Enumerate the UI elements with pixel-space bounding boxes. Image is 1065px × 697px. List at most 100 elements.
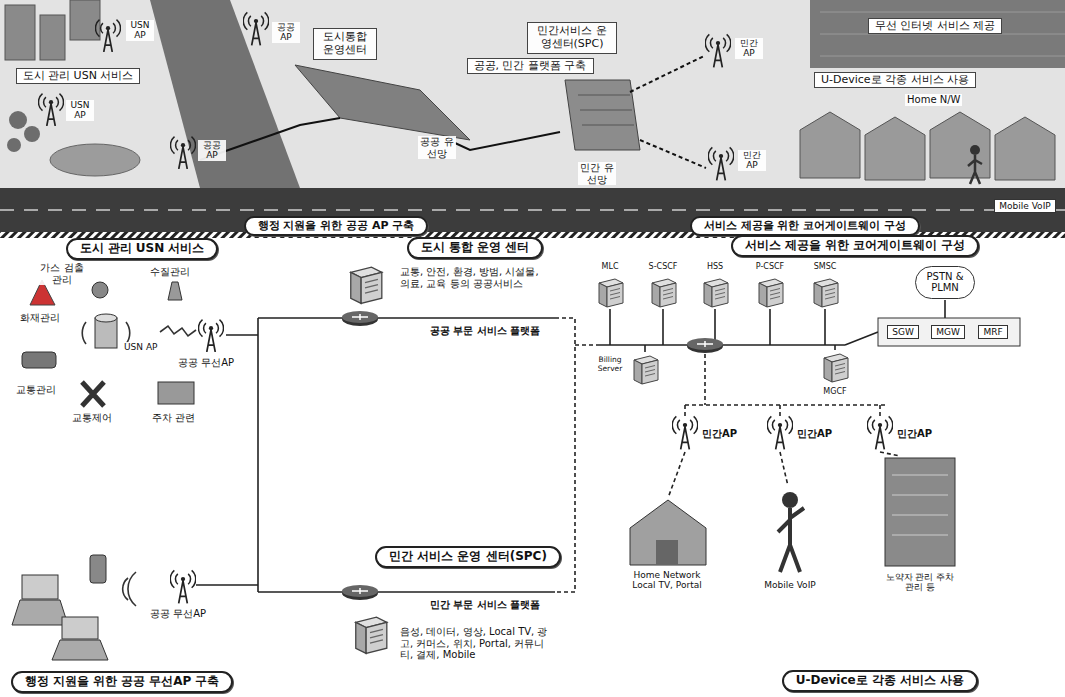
node-text: 도시 관리 USN 서비스 xyxy=(23,70,134,83)
spc-building xyxy=(565,80,640,150)
care-building xyxy=(885,458,955,566)
callout-label: Mobile VoIP xyxy=(764,580,815,590)
node-text: 민간 서비스 운영 센터(SPC) xyxy=(389,550,547,564)
node-text: 도시 관리 USN 서비스 xyxy=(80,242,205,256)
callout-label: 민간AP xyxy=(797,428,832,440)
top-scene xyxy=(0,0,1065,238)
callout-label: 공공 유선망 xyxy=(418,136,456,159)
public-ap-antenna xyxy=(243,12,268,45)
office-building xyxy=(810,0,1065,68)
road xyxy=(0,188,1065,232)
public-wireless-ap xyxy=(170,570,195,603)
callout-label: MLC xyxy=(602,262,619,271)
callout-label: 교통, 안전, 환경, 방범, 시설물, 의료, 교육 등의 공공서비스 xyxy=(400,266,550,289)
operation-center-building xyxy=(295,65,470,140)
callout-label: Home Network Local TV, Portal xyxy=(627,570,707,591)
building-label: 민간서비스 운영센터(SPC) xyxy=(527,22,617,53)
callout-label: 공공 부문 서비스 플랫폼 xyxy=(430,325,540,337)
node-text: PSTN & PLMN xyxy=(922,271,968,294)
callout-label: 민간 AP xyxy=(735,38,763,59)
node-text: 도시통합 운영센터 xyxy=(318,31,372,56)
private-ap-antenna xyxy=(705,34,730,67)
node-text: SGW xyxy=(892,327,914,337)
router-icon xyxy=(342,311,378,326)
callout-label: 주차 관련 xyxy=(150,412,197,424)
office-windows xyxy=(820,12,1065,56)
callout-label: 민간 유선망 xyxy=(578,162,616,185)
private-wired-net xyxy=(630,56,706,168)
node-text: 민간서비스 운영센터(SPC) xyxy=(532,25,612,50)
label-box: U-Device로 각종 서비스 사용 xyxy=(814,72,976,89)
private-ap-antenna xyxy=(708,147,733,180)
callout-label: 화재관리 xyxy=(18,312,62,324)
wireless-link xyxy=(160,326,196,336)
callout-label: 공공 무선AP xyxy=(148,608,208,620)
building-label: 도시통합 운영센터 xyxy=(313,28,377,59)
spc-windows xyxy=(578,95,634,125)
pond xyxy=(50,144,140,176)
callout-label: 가스 검출관리 xyxy=(38,262,86,285)
home-icon xyxy=(630,500,706,565)
node-text: 도시 통합 운영 센터 xyxy=(421,241,530,255)
callout-label: USN AP xyxy=(122,342,159,352)
label-box: 도시 관리 USN 서비스 xyxy=(16,68,141,85)
section-band: 민간 서비스 운영 센터(SPC) xyxy=(375,546,561,568)
callout-label: 노약자 관리 주차관리 등 xyxy=(885,572,955,593)
usn-ap-antenna xyxy=(96,20,121,52)
private-ap-links xyxy=(668,354,900,498)
parking-icon xyxy=(158,382,194,404)
node-text: 무선 인터넷 서비스 제공 xyxy=(875,20,996,33)
callout-label: Home N/W xyxy=(905,94,962,106)
radio-waves xyxy=(82,322,130,344)
car-icon xyxy=(22,352,56,368)
water-icon xyxy=(168,282,182,300)
section-band: 도시 통합 운영 센터 xyxy=(407,237,544,259)
callout-label: 민간AP xyxy=(702,428,737,440)
callout-label: 민간 부문 서비스 플랫폼 xyxy=(430,599,540,611)
avenue xyxy=(150,0,300,188)
callout-label: HSS xyxy=(707,262,723,271)
node-text: 서비스 제공을 위한 코어게이트웨이 구성 xyxy=(704,220,906,233)
public-wired-net xyxy=(200,118,560,160)
traffic-control-icon xyxy=(82,382,104,406)
label-box: 공공, 민간 플랫폼 구축 xyxy=(467,58,594,75)
node-text: MGW xyxy=(936,327,960,337)
callout-label: 공공 무선AP xyxy=(176,357,236,369)
gateway-box: MRF xyxy=(978,325,1007,339)
node-text: Mobile VoIP xyxy=(999,201,1050,211)
node-text: 공공, 민간 플랫폼 구축 xyxy=(474,60,587,73)
gas-icon xyxy=(92,282,108,298)
callout-label: 수질관리 xyxy=(148,266,192,278)
left-buildings xyxy=(5,0,100,60)
callout-label: USN AP xyxy=(66,100,94,121)
callout-label: S-CSCF xyxy=(649,262,678,271)
section-band: 행정 지원을 위한 공공 무선AP 구축 xyxy=(11,671,234,693)
section-band: 서비스 제공을 위한 코어게이트웨이 구성 xyxy=(690,216,920,237)
callout-label: Billing Server xyxy=(592,356,628,373)
server-icon xyxy=(356,617,387,653)
section-band: 도시 관리 USN 서비스 xyxy=(66,238,219,260)
node-text: U-Device로 각종 서비스 사용 xyxy=(821,74,969,87)
callout-label: 민간 AP xyxy=(738,150,766,171)
network-cloud: PSTN & PLMN xyxy=(915,266,975,299)
callout-label: 공공 AP xyxy=(198,140,226,161)
callout-label: P-CSCF xyxy=(756,262,784,271)
callout-label: MGCF xyxy=(823,387,846,396)
trees xyxy=(7,111,40,152)
section-band: 행정 지원을 위한 공공 AP 구축 xyxy=(244,216,429,237)
callout-label: 음성, 데이터, 영상, Local TV, 광고, 커머스, 위치, Port… xyxy=(400,626,550,661)
platform-wires xyxy=(196,318,600,592)
houses xyxy=(800,112,1055,180)
callout-label: 공공 AP xyxy=(272,22,300,43)
lane-mark xyxy=(0,209,1065,211)
gateway-box: Mobile VoIP xyxy=(994,199,1055,213)
callout-label: 교통제어 xyxy=(70,412,114,424)
callout-label: USN AP xyxy=(126,20,154,41)
server-icon xyxy=(351,267,382,303)
public-wireless-ap xyxy=(199,320,224,352)
gateway-frame xyxy=(878,318,1020,346)
node-text: MRF xyxy=(983,327,1002,337)
label-box: 무선 인터넷 서비스 제공 xyxy=(868,18,1003,35)
section-band: 서비스 제공을 위한 코어게이트웨이 구성 xyxy=(731,235,980,257)
